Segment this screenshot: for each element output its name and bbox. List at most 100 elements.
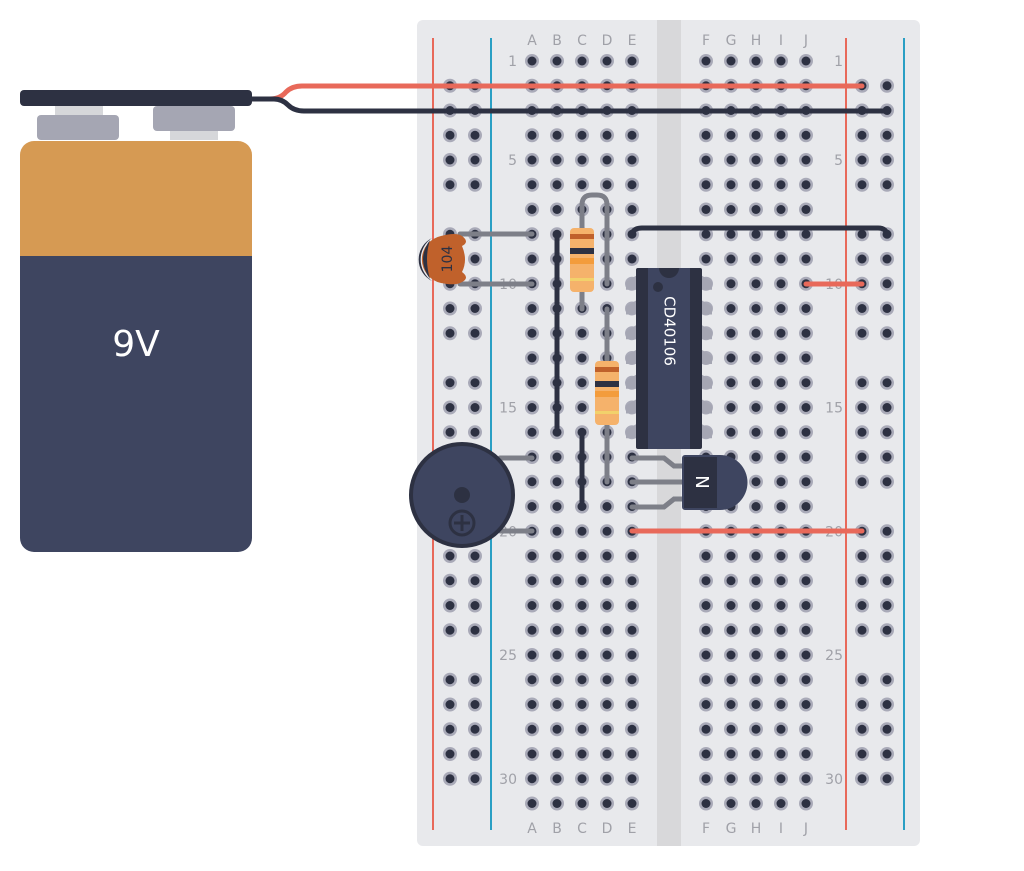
resistor-1[interactable] (570, 192, 610, 312)
breadboard-hole[interactable] (525, 128, 539, 143)
breadboard-hole[interactable] (443, 747, 457, 761)
breadboard-hole[interactable] (600, 177, 614, 192)
breadboard-hole[interactable] (625, 202, 639, 217)
breadboard-hole[interactable] (550, 202, 564, 217)
breadboard-hole[interactable] (774, 499, 788, 514)
breadboard-hole[interactable] (468, 375, 482, 390)
breadboard-hole[interactable] (799, 499, 813, 514)
breadboard-hole[interactable] (774, 697, 788, 712)
breadboard-hole[interactable] (525, 375, 539, 390)
breadboard-hole[interactable] (724, 623, 738, 638)
breadboard-hole[interactable] (699, 672, 713, 687)
breadboard-hole[interactable] (575, 697, 589, 712)
breadboard-hole[interactable] (855, 771, 869, 786)
breadboard-hole[interactable] (699, 177, 713, 192)
breadboard-hole[interactable] (443, 549, 457, 563)
breadboard-hole[interactable] (774, 326, 788, 341)
breadboard-hole[interactable] (799, 227, 813, 242)
breadboard-hole[interactable] (468, 573, 482, 588)
breadboard-hole[interactable] (880, 326, 894, 341)
breadboard-hole[interactable] (525, 771, 539, 786)
breadboard-hole[interactable] (443, 400, 457, 415)
breadboard-hole[interactable] (625, 177, 639, 192)
breadboard-hole[interactable] (799, 425, 813, 440)
breadboard-hole[interactable] (724, 598, 738, 613)
breadboard-hole[interactable] (625, 598, 639, 613)
breadboard-hole[interactable] (749, 425, 763, 440)
breadboard-hole[interactable] (880, 252, 894, 266)
breadboard-hole[interactable] (799, 252, 813, 266)
breadboard-hole[interactable] (550, 747, 564, 761)
breadboard-hole[interactable] (724, 276, 738, 291)
breadboard-hole[interactable] (799, 623, 813, 638)
breadboard-hole[interactable] (774, 276, 788, 291)
breadboard-hole[interactable] (525, 153, 539, 167)
breadboard-hole[interactable] (799, 747, 813, 761)
breadboard-hole[interactable] (443, 301, 457, 316)
breadboard-hole[interactable] (575, 549, 589, 563)
breadboard-hole[interactable] (575, 648, 589, 662)
breadboard-hole[interactable] (575, 573, 589, 588)
breadboard-hole[interactable] (575, 128, 589, 143)
breadboard-hole[interactable] (774, 153, 788, 167)
breadboard-hole[interactable] (625, 128, 639, 143)
breadboard-hole[interactable] (749, 747, 763, 761)
breadboard-hole[interactable] (468, 177, 482, 192)
breadboard-hole[interactable] (799, 796, 813, 811)
breadboard-hole[interactable] (724, 796, 738, 811)
breadboard-hole[interactable] (625, 252, 639, 266)
breadboard-hole[interactable] (525, 796, 539, 811)
breadboard-hole[interactable] (600, 747, 614, 761)
breadboard-hole[interactable] (575, 672, 589, 687)
breadboard-hole[interactable] (625, 747, 639, 761)
breadboard-hole[interactable] (600, 499, 614, 514)
breadboard-hole[interactable] (799, 450, 813, 464)
breadboard-hole[interactable] (880, 450, 894, 464)
breadboard-hole[interactable] (699, 549, 713, 563)
breadboard-hole[interactable] (724, 549, 738, 563)
breadboard-hole[interactable] (774, 747, 788, 761)
breadboard-hole[interactable] (880, 153, 894, 167)
breadboard-hole[interactable] (625, 153, 639, 167)
breadboard-hole[interactable] (724, 54, 738, 68)
breadboard-hole[interactable] (575, 351, 589, 365)
breadboard-hole[interactable] (550, 672, 564, 687)
breadboard-hole[interactable] (550, 796, 564, 811)
breadboard-hole[interactable] (525, 549, 539, 563)
breadboard-hole[interactable] (575, 153, 589, 167)
breadboard-hole[interactable] (855, 598, 869, 613)
breadboard-hole[interactable] (550, 623, 564, 638)
breadboard-hole[interactable] (774, 771, 788, 786)
breadboard-hole[interactable] (550, 697, 564, 712)
battery-black-wire[interactable] (247, 96, 890, 114)
breadboard-hole[interactable] (625, 722, 639, 737)
breadboard-hole[interactable] (724, 177, 738, 192)
breadboard-hole[interactable] (749, 128, 763, 143)
breadboard-hole[interactable] (443, 153, 457, 167)
breadboard-hole[interactable] (799, 598, 813, 613)
breadboard-hole[interactable] (600, 153, 614, 167)
breadboard-hole[interactable] (774, 573, 788, 588)
breadboard-hole[interactable] (550, 549, 564, 563)
breadboard-hole[interactable] (774, 474, 788, 489)
breadboard-hole[interactable] (774, 400, 788, 415)
breadboard-hole[interactable] (525, 648, 539, 662)
breadboard-hole[interactable] (774, 351, 788, 365)
breadboard-hole[interactable] (550, 54, 564, 68)
breadboard-hole[interactable] (724, 771, 738, 786)
breadboard-hole[interactable] (443, 672, 457, 687)
black-jumper-wire-top[interactable] (629, 225, 890, 239)
breadboard-hole[interactable] (550, 177, 564, 192)
breadboard-hole[interactable] (525, 177, 539, 192)
breadboard-hole[interactable] (525, 202, 539, 217)
breadboard-hole[interactable] (625, 623, 639, 638)
breadboard-hole[interactable] (855, 400, 869, 415)
breadboard-hole[interactable] (575, 177, 589, 192)
breadboard-hole[interactable] (855, 450, 869, 464)
breadboard-hole[interactable] (575, 796, 589, 811)
breadboard-hole[interactable] (625, 549, 639, 563)
breadboard-hole[interactable] (774, 598, 788, 613)
breadboard-hole[interactable] (525, 474, 539, 489)
breadboard-hole[interactable] (468, 747, 482, 761)
breadboard-hole[interactable] (749, 697, 763, 712)
